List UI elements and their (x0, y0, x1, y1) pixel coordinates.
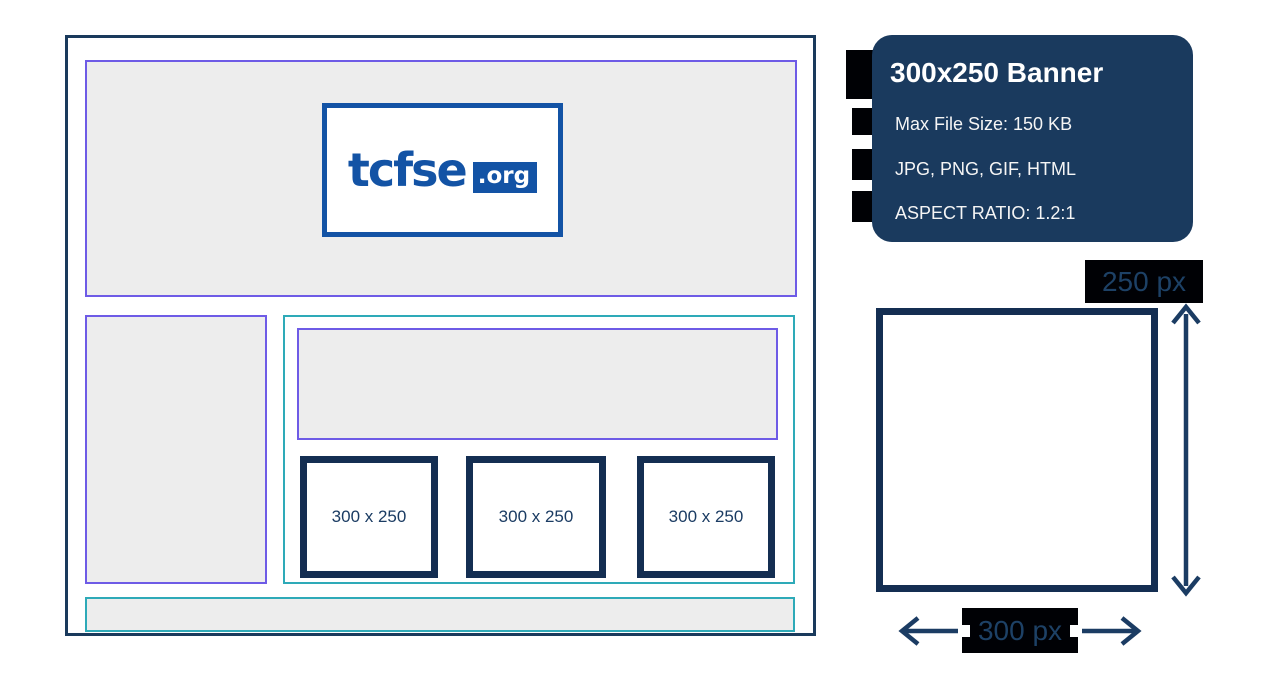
width-double-arrow-icon (898, 616, 1142, 646)
ad-slot-300x250-2: 300 x 250 (466, 456, 606, 578)
spec-file-formats: JPG, PNG, GIF, HTML (895, 159, 1077, 179)
height-dimension-text: 250 px (1101, 265, 1187, 297)
site-logo: tcfse .org (322, 103, 563, 237)
ad-slot-label: 300 x 250 (498, 507, 574, 526)
ad-slot-label: 300 x 250 (668, 507, 744, 526)
spec-aspect-ratio: ASPECT RATIO: 1.2:1 (895, 203, 1076, 223)
site-logo-name: tcfse (347, 143, 468, 197)
ad-slot-300x250-3: 300 x 250 (637, 456, 775, 578)
height-double-arrow-icon (1171, 303, 1201, 597)
width-dimension-label: 300 px (962, 608, 1078, 653)
site-logo-tld-badge: .org (472, 161, 538, 193)
spec-card-title-tab (846, 50, 876, 99)
spec-max-file-size: Max File Size: 150 KB (895, 114, 1073, 134)
height-dimension-label: 250 px (1085, 260, 1203, 303)
width-dimension-text: 300 px (977, 614, 1063, 646)
wireframe-content-banner-placeholder (297, 328, 778, 440)
banner-spec-card: 300x250 Banner Max File Size: 150 KB JPG… (872, 35, 1193, 242)
banner-size-square (876, 308, 1158, 592)
wireframe-footer-placeholder (85, 597, 795, 632)
spec-card-title: 300x250 Banner (890, 57, 1104, 88)
ad-slot-300x250-1: 300 x 250 (300, 456, 438, 578)
ad-slot-label: 300 x 250 (331, 507, 407, 526)
wireframe-sidebar-placeholder (85, 315, 267, 584)
